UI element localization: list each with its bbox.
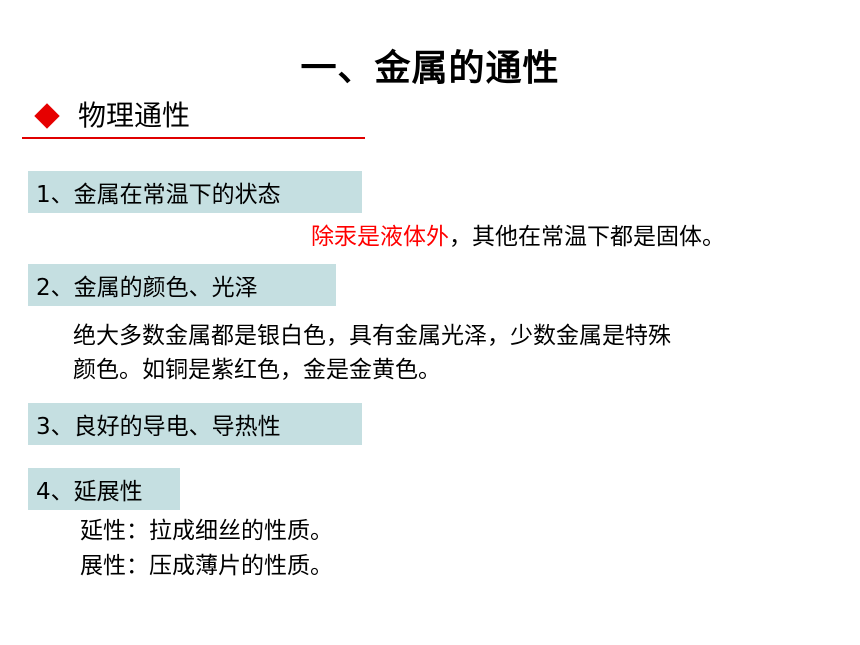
highlight-text: 除汞是液体外 <box>311 224 449 250</box>
item-text-ductility-line1: 延性：拉成细丝的性质。 <box>80 518 333 544</box>
body-text: ，其他在常温下都是固体。 <box>449 224 725 250</box>
page-title: 一、金属的通性 <box>300 48 560 89</box>
item-heading-state: 1、金属在常温下的状态 <box>28 171 362 213</box>
section-underline <box>22 137 365 139</box>
section-header: 物理通性 <box>32 96 190 136</box>
item-text-ductility-line2: 展性：压成薄片的性质。 <box>80 553 333 579</box>
item-heading-conductivity: 3、良好的导电、导热性 <box>28 403 362 445</box>
red-diamond-bullet-icon <box>34 103 60 129</box>
item-heading-ductility: 4、延展性 <box>28 468 180 510</box>
item-text-color-line2: 颜色。如铜是紫红色，金是金黄色。 <box>73 357 441 383</box>
section-label: 物理通性 <box>78 99 191 132</box>
item-text-state: 除汞是液体外，其他在常温下都是固体。 <box>311 221 725 254</box>
item-text-color-line1: 绝大多数金属都是银白色，具有金属光泽，少数金属是特殊 <box>73 323 671 349</box>
item-heading-color: 2、金属的颜色、光泽 <box>28 264 336 306</box>
